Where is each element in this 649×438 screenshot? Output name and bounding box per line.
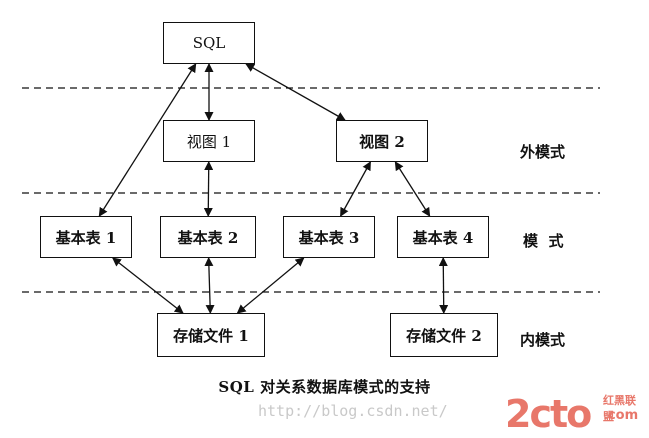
base-table-2-node: 基本表 2: [160, 216, 256, 258]
internal-schema-label: 内模式: [520, 331, 566, 349]
edge-sql-table1: [98, 63, 197, 217]
site-logo: 2cto 红黑联盟 .com: [505, 384, 645, 438]
base-table-1-node: 基本表 1: [40, 216, 132, 258]
logo-com-text: .com: [603, 408, 639, 423]
edge-table2-file1: [204, 257, 215, 314]
edge-view2-table4: [394, 161, 431, 217]
base-table-3-node: 基本表 3: [283, 216, 375, 258]
edge-table3-file1: [236, 257, 305, 314]
logo-side-text: 红黑联盟: [603, 394, 636, 423]
logo-main-text: 2cto: [505, 392, 592, 436]
sql-node: SQL: [163, 22, 255, 64]
edge-table1-file1: [111, 257, 184, 314]
edge-group: [98, 63, 449, 314]
storage-file-2-node: 存储文件 2: [390, 313, 498, 357]
storage-file-1-node: 存储文件 1: [157, 313, 265, 357]
base-table-4-node: 基本表 4: [397, 216, 489, 258]
view-2-node: 视图 2: [336, 120, 428, 162]
view-1-node: 视图 1: [163, 120, 255, 162]
watermark-url: http://blog.csdn.net/: [258, 402, 448, 420]
diagram-caption: SQL 对关系数据库模式的支持: [218, 378, 431, 396]
edge-table4-file2: [438, 257, 449, 314]
edge-view2-table3: [340, 161, 371, 217]
conceptual-schema-label: 模 式: [523, 232, 564, 250]
edge-view1-table2: [203, 161, 214, 217]
edge-sql-view2: [245, 63, 346, 121]
external-schema-label: 外模式: [520, 143, 566, 161]
